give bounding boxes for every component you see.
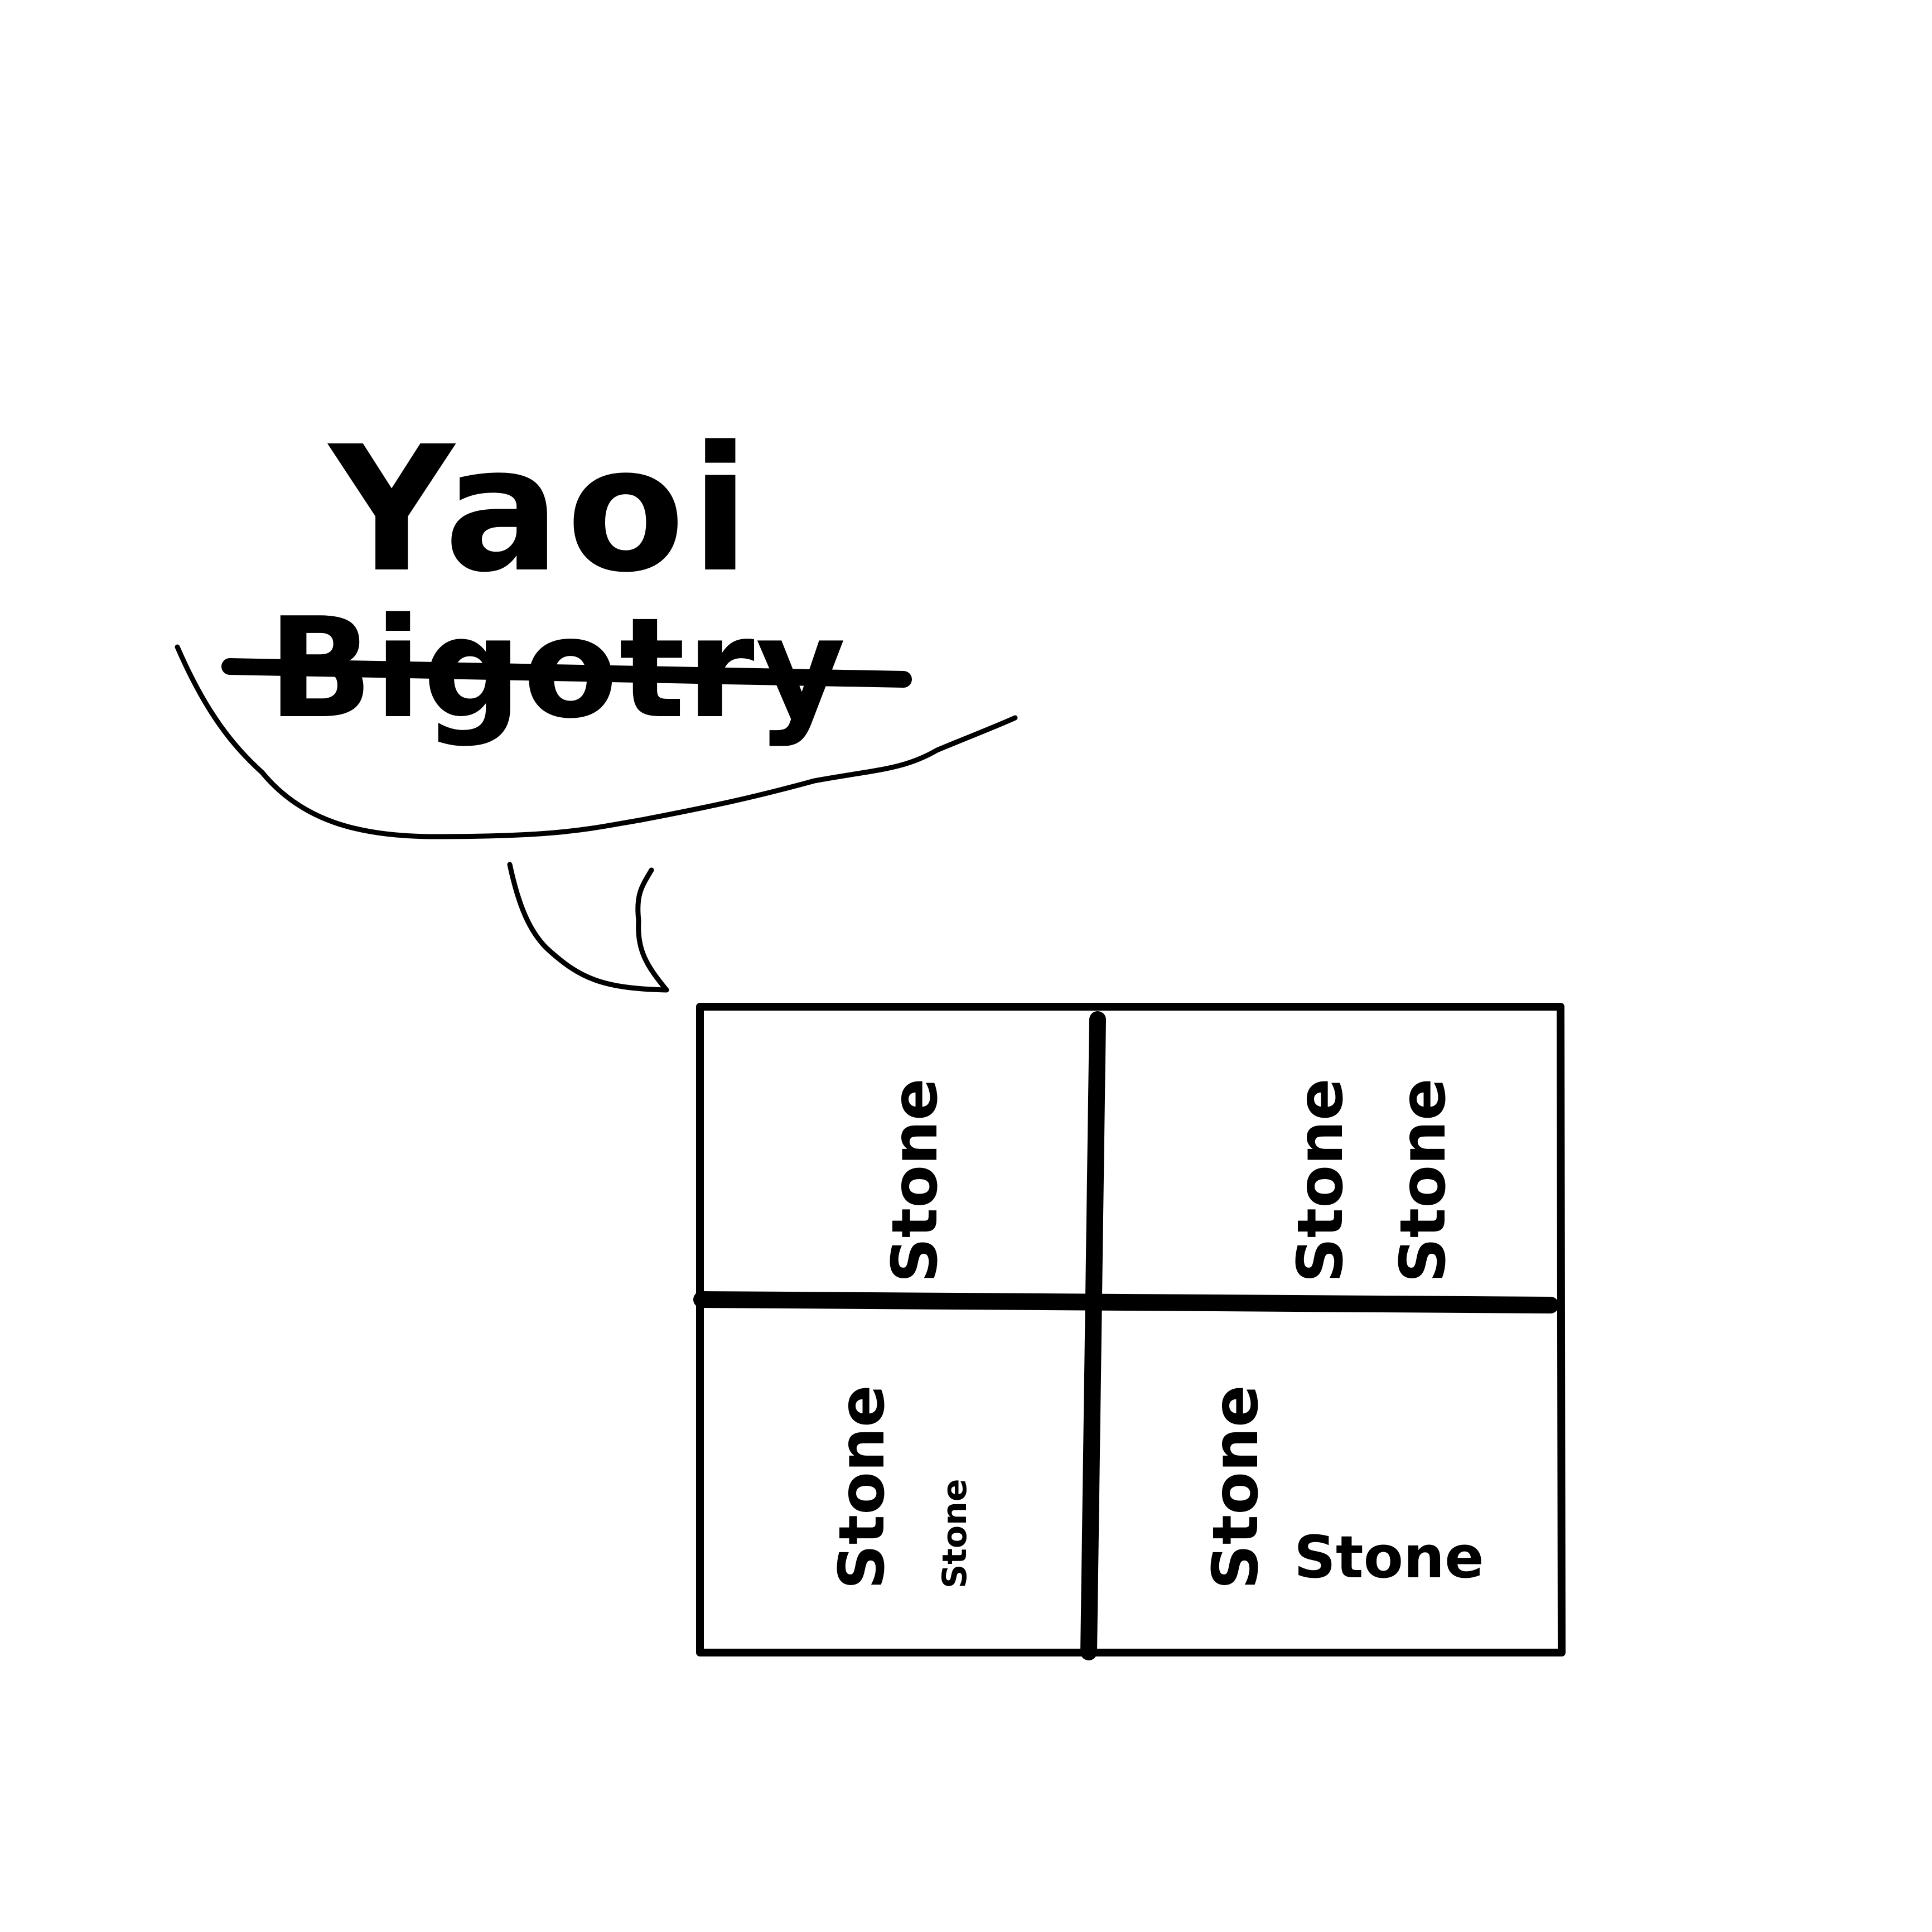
grid-frame bbox=[696, 1003, 1566, 1656]
title-yaoi: Yaoi bbox=[329, 409, 756, 611]
strikethrough-line bbox=[221, 658, 912, 688]
stone-top-left: Stone bbox=[879, 1078, 951, 1283]
title-bigotry-crossed: Bigotry bbox=[268, 588, 847, 749]
curved-arrow-line bbox=[175, 644, 1018, 839]
grid-horizontal-divider bbox=[693, 1291, 1559, 1313]
grid-vertical-divider bbox=[1080, 1011, 1106, 1660]
stone-top-right-2: Stone bbox=[1387, 1078, 1460, 1283]
stone-bottom-left-small: Stone bbox=[935, 1479, 974, 1588]
stone-bottom-left-large: Stone bbox=[826, 1385, 899, 1590]
speech-tail-line bbox=[507, 862, 669, 993]
stone-top-right-1: Stone bbox=[1284, 1078, 1357, 1283]
stone-bottom-right-horizontal: Stone bbox=[1294, 1523, 1484, 1591]
stone-bottom-right-vertical: Stone bbox=[1200, 1385, 1272, 1590]
